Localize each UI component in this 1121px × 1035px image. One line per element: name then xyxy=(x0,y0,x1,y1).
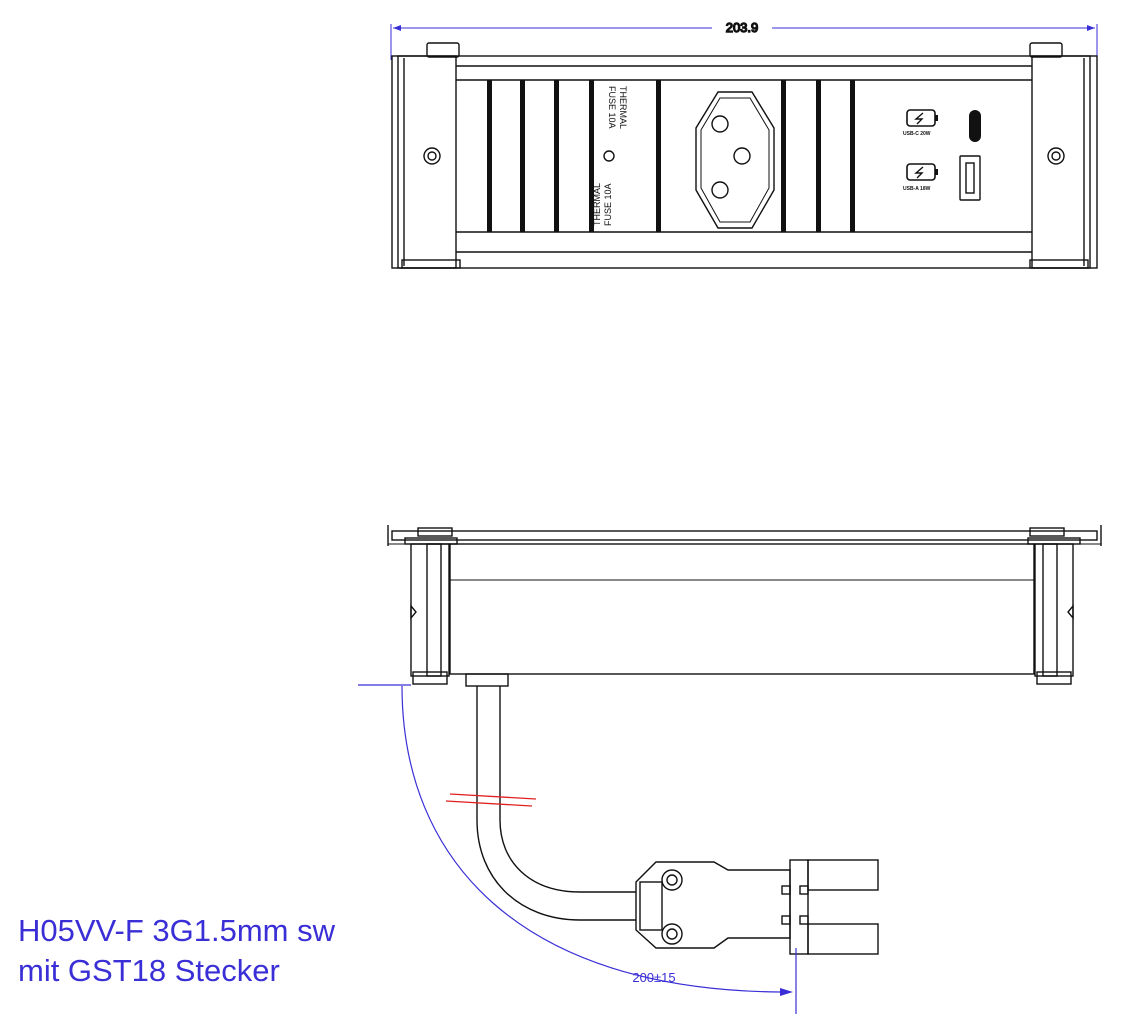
cable-length-label: 200±15 xyxy=(632,970,675,985)
usb-a-charge-icon xyxy=(906,163,938,181)
clamp-left xyxy=(410,543,450,677)
bottom-tab-left xyxy=(401,259,461,269)
usb-c-port xyxy=(969,110,981,142)
clamp-right xyxy=(1034,543,1074,677)
vent-slots xyxy=(487,80,855,232)
fuse-indicator-icon xyxy=(603,150,615,162)
gst18-plug xyxy=(635,859,879,955)
usb-c-charge-icon xyxy=(906,109,938,127)
top-plate xyxy=(391,530,1098,541)
cable-spec-line-1: H05VV-F 3G1.5mm sw xyxy=(18,913,335,948)
cable-gland xyxy=(465,673,509,687)
top-tab-left xyxy=(426,42,460,58)
usb-c-label: USB-C 20W xyxy=(903,131,931,137)
fuse-label-fuse-b: FUSE 10A xyxy=(603,183,613,226)
outer-frame xyxy=(391,55,1098,269)
width-dimension-label: 203.9 xyxy=(726,20,759,35)
housing-body xyxy=(449,543,1035,675)
usb-a-label: USB-A 18W xyxy=(903,186,931,192)
screw-right-icon xyxy=(1047,147,1065,165)
top-tab-right xyxy=(1029,42,1063,58)
fuse-label-fuse-a: FUSE 10A xyxy=(607,86,617,129)
fuse-label-thermal-a: THERMAL xyxy=(618,86,628,129)
usb-a-port xyxy=(959,155,981,201)
screw-left-icon xyxy=(423,147,441,165)
cable-length-dimension xyxy=(358,684,797,1014)
fuse-label-thermal-b: THERMAL xyxy=(592,183,602,226)
socket-type-j-icon xyxy=(695,91,775,229)
bottom-tab-right xyxy=(1029,259,1089,269)
width-dimension xyxy=(390,24,1098,60)
cable-spec-line-2: mit GST18 Stecker xyxy=(18,953,280,988)
side-view xyxy=(387,525,1102,955)
cable xyxy=(476,686,636,921)
top-view: 203.9 xyxy=(390,19,1098,269)
cable-break-mark xyxy=(445,793,537,807)
